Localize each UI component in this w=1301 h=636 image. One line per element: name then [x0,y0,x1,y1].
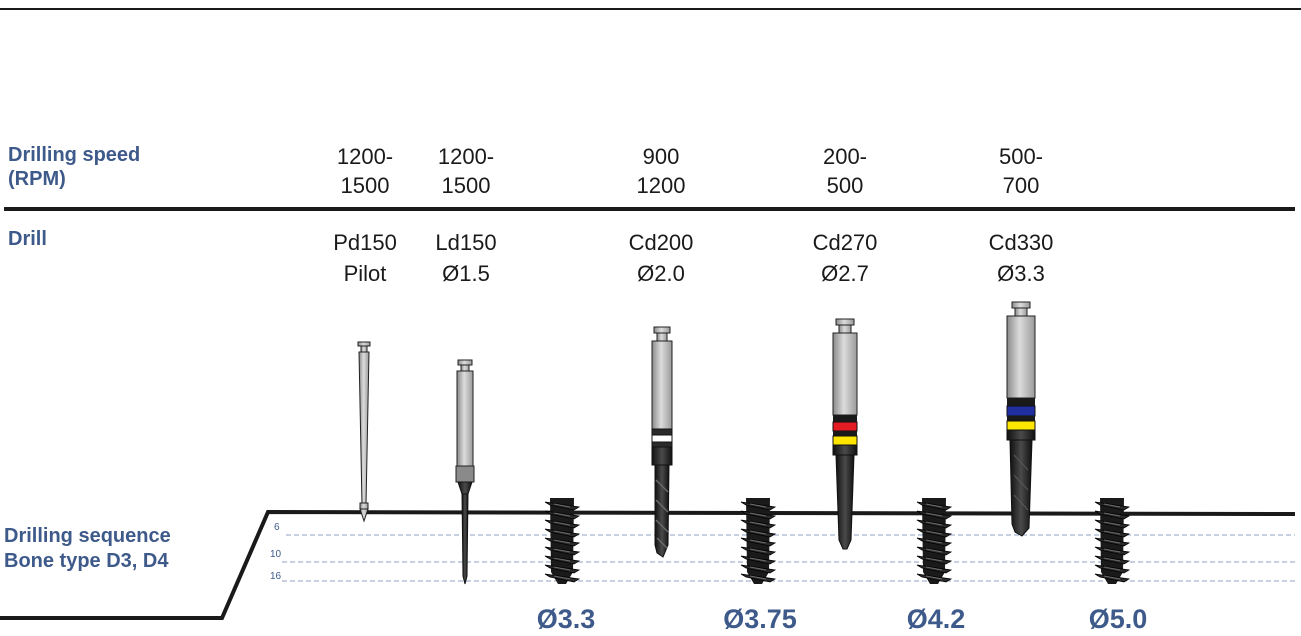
drill-name: Ld150 [435,230,496,255]
implant-thread-highlight [925,530,943,535]
implant-thread-highlight [749,530,767,535]
implant-thread-highlight [749,566,767,571]
speed-value: 1500 [442,173,491,198]
pilot-drill-icon [357,341,371,523]
speed-label-unit: (RPM) [8,168,66,190]
implant-diameter-label: Ø3.3 [537,604,596,634]
bone-outline [0,509,1296,620]
speed-value: 200- [823,144,867,169]
red-ring [832,421,858,432]
sequence-label: Drilling sequence [4,525,171,547]
speed-value: 1200- [438,144,494,169]
drill-size: Ø2.7 [821,261,869,286]
implant-thread-highlight [553,566,571,571]
implant-thread-highlight [749,521,767,526]
speed-value: 500 [827,173,864,198]
implant-thread-highlight [553,575,571,580]
speed-value: 1200 [637,173,686,198]
implant-thread-highlight [749,539,767,544]
implant-thread-highlight [553,512,571,517]
implant-thread-highlight [925,539,943,544]
column-cd200: 900 1200 Cd200 Ø2.0 [629,144,694,286]
cd200-drill-icon [651,326,673,558]
depth-label-10: 10 [270,549,282,560]
implant-thread-highlight [1103,503,1121,508]
implant-diameter-label: Ø5.0 [1089,604,1148,634]
cd330-drill-icon [1006,301,1036,537]
column-pd150: 1200- 1500 Pd150 Pilot [333,144,397,286]
column-ld150: 1200- 1500 Ld150 Ø1.5 [435,144,496,286]
implant-thread-highlight [749,503,767,508]
implant-thread-highlight [553,557,571,562]
drill-name: Pd150 [333,230,397,255]
blue-ring [1006,405,1036,417]
drill-name: Cd270 [813,230,878,255]
column-cd330: 500- 700 Cd330 Ø3.3 [989,144,1054,286]
implant-thread-highlight [1103,557,1121,562]
speed-value: 500- [999,144,1043,169]
implant-thread-highlight [925,557,943,562]
implant-thread-highlight [553,521,571,526]
implant-thread-highlight [1103,548,1121,553]
implant-thread-highlight [749,512,767,517]
drill-name: Cd200 [629,230,694,255]
implant-thread-highlight [925,575,943,580]
implant-thread-highlight [553,503,571,508]
lindemann-drill-icon [455,359,475,585]
implant-thread-highlight [749,575,767,580]
implant-thread-highlight [925,503,943,508]
implant-threads [544,498,1131,584]
implant-thread-highlight [1103,512,1121,517]
implant-diameter-label: Ø3.75 [723,604,797,634]
drill-size: Ø3.3 [997,261,1045,286]
implant-thread-highlight [925,548,943,553]
cd270-drill-icon [832,318,858,550]
implant-thread-highlight [1103,575,1121,580]
speed-value: 900 [643,144,680,169]
drill-name: Cd330 [989,230,1054,255]
implant-thread-highlight [553,530,571,535]
column-cd270: 200- 500 Cd270 Ø2.7 [813,144,878,286]
drill-label: Drill [8,228,47,250]
depth-label-6: 6 [274,522,280,533]
implant-thread-highlight [925,566,943,571]
speed-value: 700 [1003,173,1040,198]
yellow-ring [1006,420,1036,431]
implant-diameter-label: Ø4.2 [907,604,966,634]
implant-thread-highlight [1103,539,1121,544]
drill-size: Pilot [344,261,387,286]
bone-type-label: Bone type D3, D4 [4,550,169,572]
implant-thread-highlight [553,548,571,553]
depth-label-16: 16 [270,571,282,582]
implant-thread-highlight [925,512,943,517]
yellow-ring [832,435,858,446]
implant-thread-highlight [925,521,943,526]
implant-thread-highlight [1103,521,1121,526]
implant-thread-highlight [1103,566,1121,571]
drill-size: Ø1.5 [442,261,490,286]
implant-thread-highlight [749,557,767,562]
implant-thread-highlight [749,548,767,553]
implant-thread-highlight [553,539,571,544]
depth-markers: 6 10 16 [270,522,1295,582]
drill-size: Ø2.0 [637,261,685,286]
speed-label: Drilling speed [8,144,140,166]
implant-thread-highlight [1103,530,1121,535]
speed-value: 1500 [341,173,390,198]
speed-value: 1200- [337,144,393,169]
